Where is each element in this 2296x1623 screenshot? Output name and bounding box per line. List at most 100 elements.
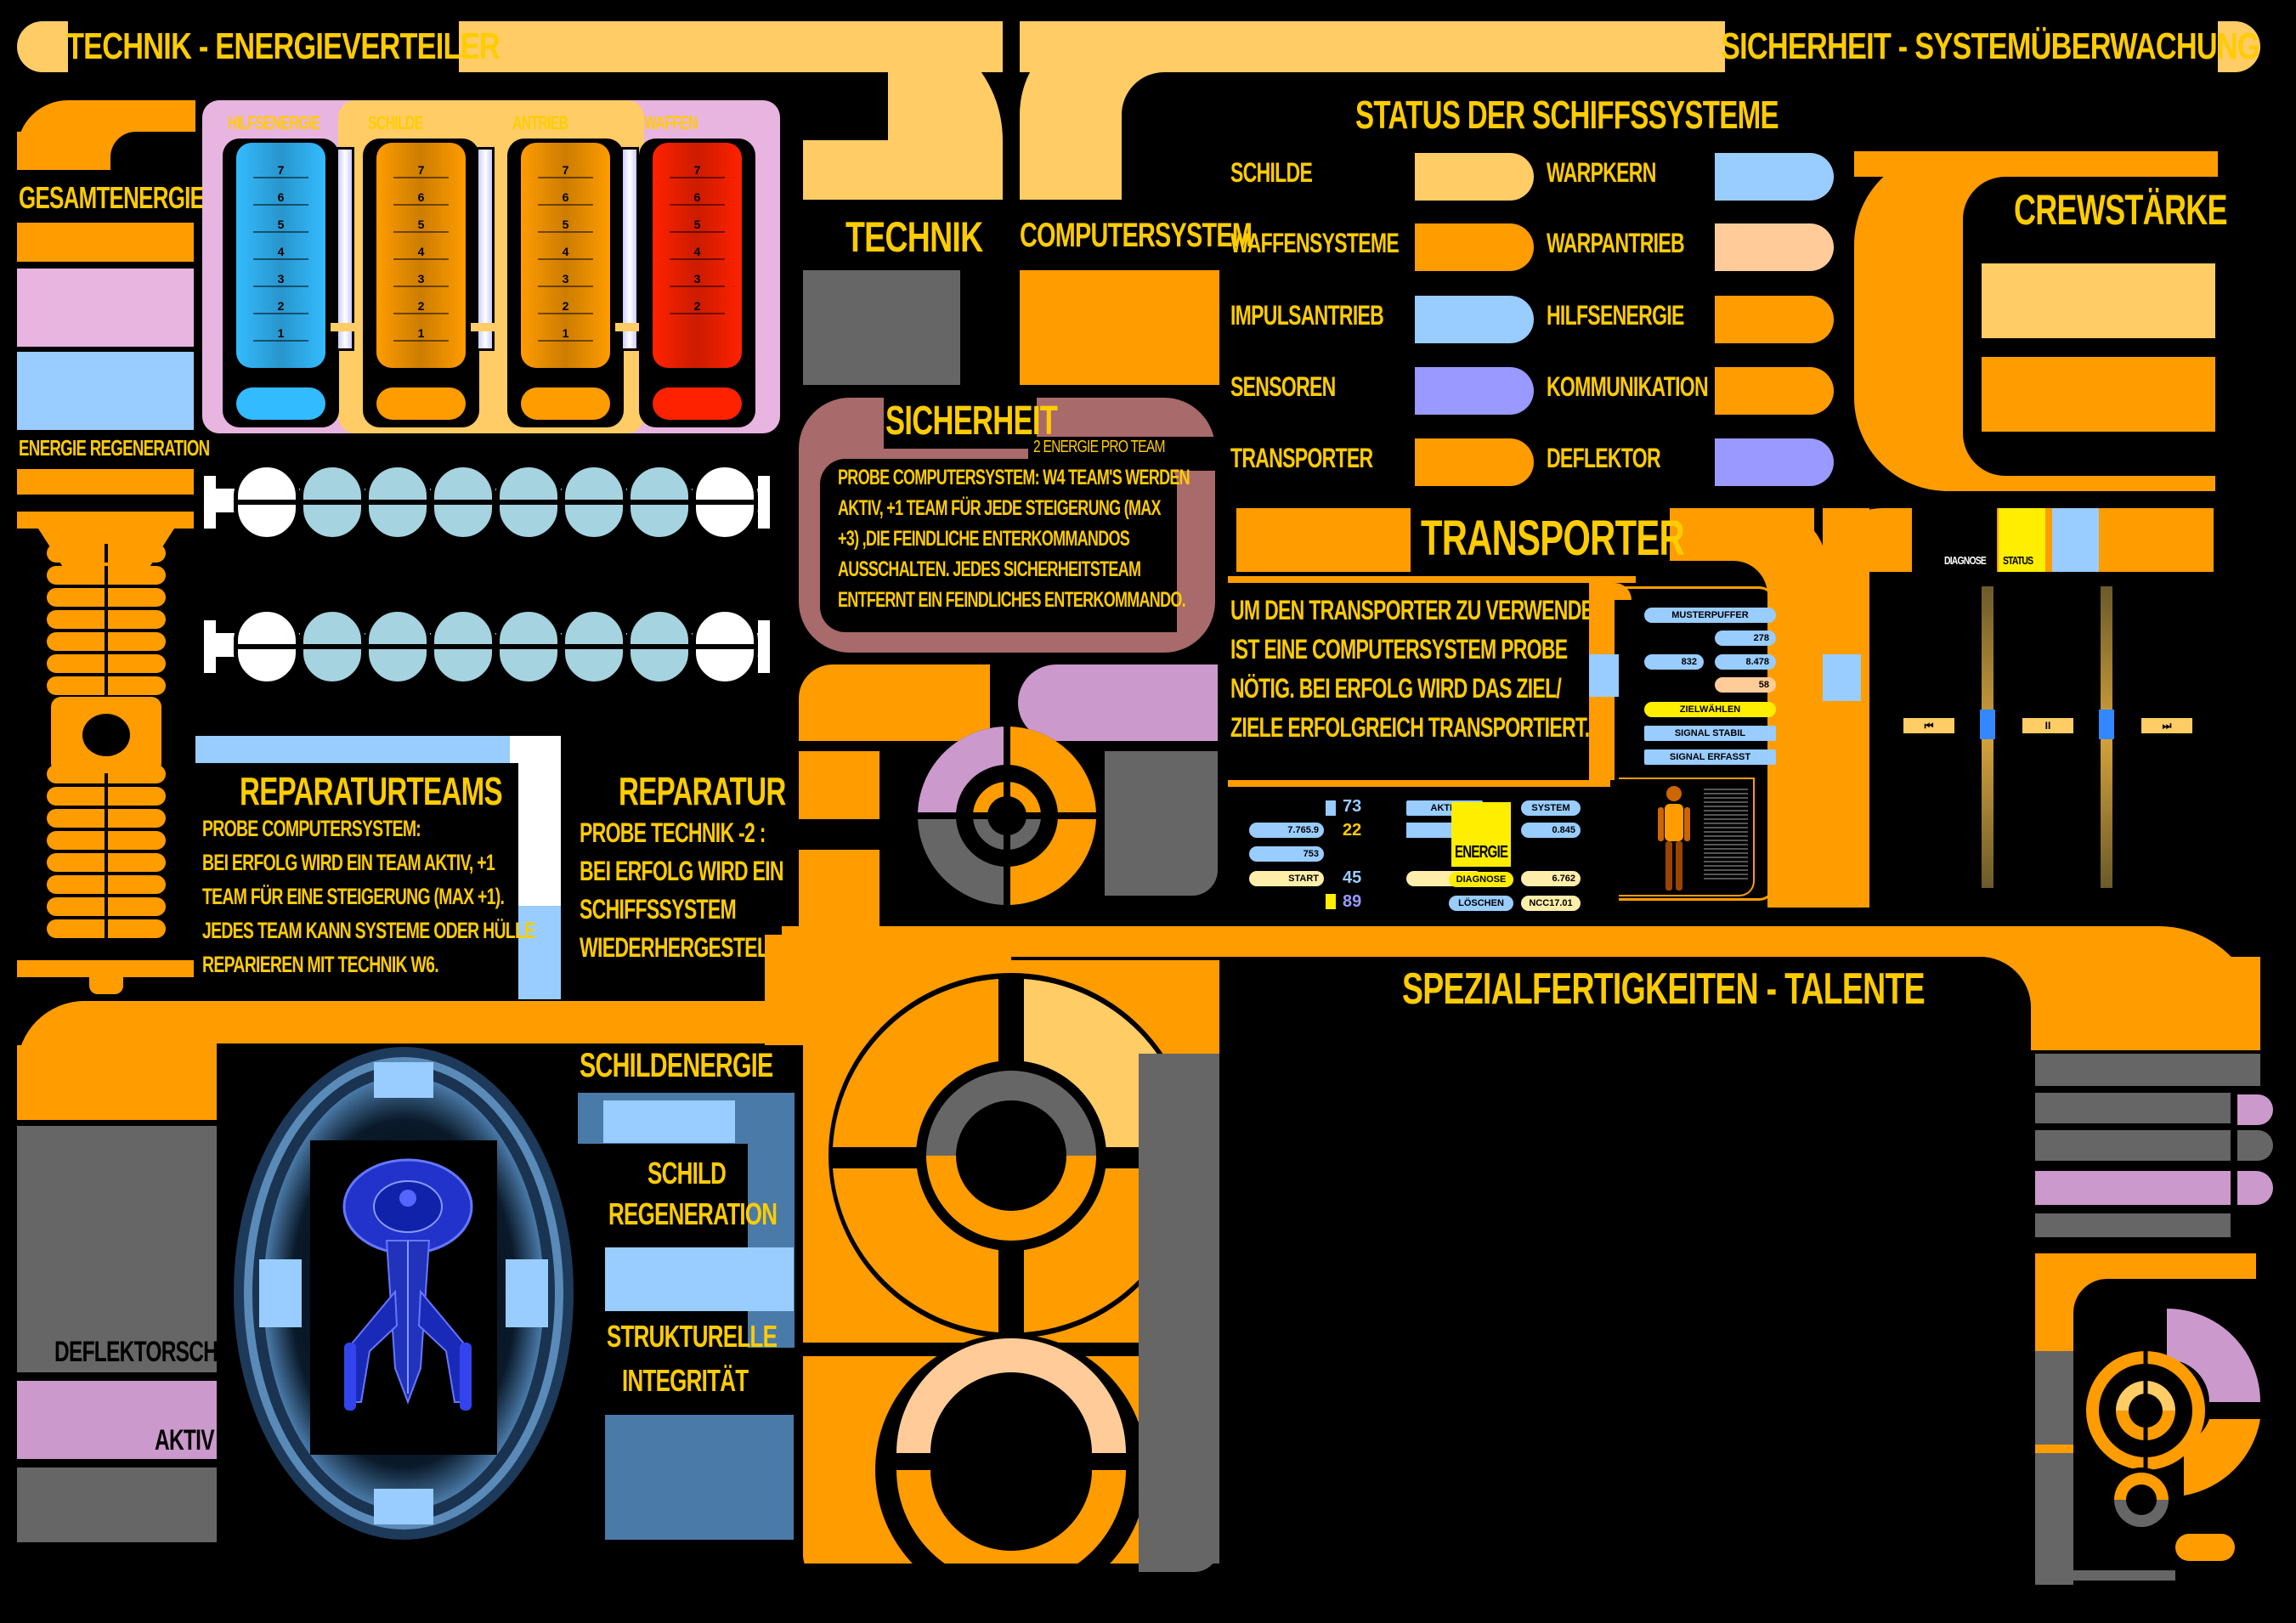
musterpuffer-bar: MUSTERPUFFER	[1644, 608, 1776, 623]
status-left-pill-2[interactable]	[1415, 296, 1534, 343]
status-right-label-1: WARPANTRIEB	[1547, 228, 1685, 258]
start-button[interactable]: START	[1249, 871, 1324, 886]
transporter-title: TRANSPORTER	[1421, 511, 1685, 566]
gesamtenergie-bar-pink	[17, 269, 194, 347]
crew-bar-2	[1982, 357, 2215, 432]
energy-core-icon	[78, 710, 134, 761]
capsule-1-4	[495, 608, 562, 686]
status-right-pill-1[interactable]	[1715, 223, 1834, 271]
technik-label: TECHNIK	[845, 213, 983, 261]
capsule-1-5	[561, 608, 627, 686]
gauge-cap-0	[236, 387, 325, 420]
ring-seg-1	[1007, 727, 1096, 816]
aktiv-label[interactable]: AKTIV	[155, 1424, 215, 1456]
capsule-0-2	[365, 463, 431, 541]
energie-regeneration-label: ENERGIE REGENERATION	[19, 435, 210, 461]
mini-ring	[2086, 1309, 2260, 1532]
gauge-label-2: ANTRIEB	[512, 112, 568, 133]
header-right-title: SICHERHEIT - SYSTEMÜBERWACHUNG	[1721, 25, 2260, 67]
ring-seg-2	[1007, 816, 1096, 905]
reparaturteams-title: REPARATURTEAMS	[240, 769, 503, 813]
security-ring	[909, 722, 1105, 909]
aktiv-block	[17, 1381, 219, 1459]
gesamtenergie-bar-blue	[17, 352, 194, 430]
status-left-label-3: SENSOREN	[1230, 371, 1336, 402]
status-left-pill-3[interactable]	[1415, 367, 1534, 415]
capsule-0-6	[626, 463, 693, 541]
capsule-1-6	[626, 608, 693, 686]
status-left-label-1: WAFFENSYSTEME	[1230, 228, 1400, 258]
gauge-label-0: HILFSENERGIE	[228, 112, 320, 133]
zielwaehlen-button[interactable]: ZIELWÄHLEN	[1644, 702, 1776, 717]
top-right-bar	[1020, 21, 1725, 72]
gauge-label-3: WAFFEN	[644, 112, 698, 133]
computersystem-block	[1020, 270, 1219, 385]
starship-icon	[342, 1158, 473, 1411]
capsule-0-3	[430, 463, 496, 541]
ring-seg-3	[918, 816, 1007, 905]
gauge-label-1: SCHILDE	[368, 112, 423, 133]
crew-bar-1	[1982, 263, 2215, 338]
sicherheit-title: SICHERHEIT	[885, 399, 1058, 444]
capsule-1-7	[692, 608, 758, 686]
energie-indicator	[1451, 802, 1511, 867]
schildenergie-label: SCHILDENERGIE	[580, 1047, 773, 1084]
gauge-slider-1[interactable]	[476, 147, 495, 351]
capsule-1-1	[299, 608, 365, 686]
status-right-label-4: DEFLEKTOR	[1547, 443, 1661, 473]
capsule-1-2	[365, 608, 431, 686]
status-right-pill-0[interactable]	[1715, 153, 1834, 201]
gauge-cap-1	[376, 387, 466, 420]
talente-panel	[1219, 957, 2031, 1623]
signal-erfasst-button[interactable]: SIGNAL ERFASST	[1644, 749, 1776, 765]
status-left-label-0: SCHILDE	[1230, 157, 1313, 188]
status-right-label-3: KOMMUNIKATION	[1547, 371, 1709, 402]
gesamtenergie-label: GESAMTENERGIE	[19, 180, 205, 215]
status-right-label-2: HILFSENERGIE	[1547, 300, 1684, 331]
sicherheit-sub: 2 ENERGIE PRO TEAM	[1033, 438, 1166, 456]
top-left-cap	[17, 21, 68, 72]
capsule-1-0	[234, 608, 300, 686]
gauge-slider-0[interactable]	[336, 147, 354, 351]
signal-stabil-button[interactable]: SIGNAL STABIL	[1644, 726, 1776, 741]
status-left-pill-4[interactable]	[1415, 438, 1534, 486]
header-left-title: TECHNIK - ENERGIEVERTEILER	[66, 25, 500, 67]
capsule-0-1	[299, 463, 365, 541]
status-left-label-2: IMPULSANTRIEB	[1230, 300, 1384, 331]
body-scan-icon	[1658, 786, 1690, 891]
gauge-cap-3	[653, 387, 742, 420]
status-right-label-0: WARPKERN	[1547, 157, 1656, 188]
diagnose-button[interactable]: DIAGNOSE	[1449, 872, 1513, 887]
capsule-1-3	[430, 608, 496, 686]
crew-title: CREWSTÄRKE	[2014, 186, 2228, 234]
status-title: STATUS DER SCHIFFSSYSTEME	[1355, 93, 1779, 137]
loeschen-button[interactable]: LÖSCHEN	[1449, 896, 1513, 911]
technik-block	[803, 270, 960, 385]
status-right-pill-4[interactable]	[1715, 438, 1834, 486]
status-right-pill-3[interactable]	[1715, 367, 1834, 415]
gauge-cap-2	[521, 387, 610, 420]
deflektorschild-block	[17, 1126, 219, 1372]
status-right-pill-2[interactable]	[1715, 296, 1834, 343]
capsule-0-5	[561, 463, 627, 541]
fast-forward-button[interactable]: ⏭	[2141, 718, 2192, 733]
reparatur-title: REPARATUR	[619, 769, 786, 813]
gauge-slider-2[interactable]	[620, 147, 639, 351]
computersystem-label: COMPUTERSYSTEM	[1020, 217, 1253, 254]
pause-button[interactable]: II	[2022, 718, 2073, 733]
rewind-button[interactable]: ⏮	[1903, 718, 1954, 733]
capsule-0-4	[495, 463, 562, 541]
status-left-pill-1[interactable]	[1415, 223, 1534, 271]
capsule-0-0	[234, 463, 300, 541]
talente-title: SPEZIALFERTIGKEITEN - TALENTE	[1402, 964, 1926, 1014]
ring-seg-4	[918, 727, 1007, 816]
status-left-label-4: TRANSPORTER	[1230, 443, 1373, 473]
status-left-pill-0[interactable]	[1415, 153, 1534, 201]
capsule-0-7	[692, 463, 758, 541]
top-right-cap	[2218, 21, 2260, 72]
